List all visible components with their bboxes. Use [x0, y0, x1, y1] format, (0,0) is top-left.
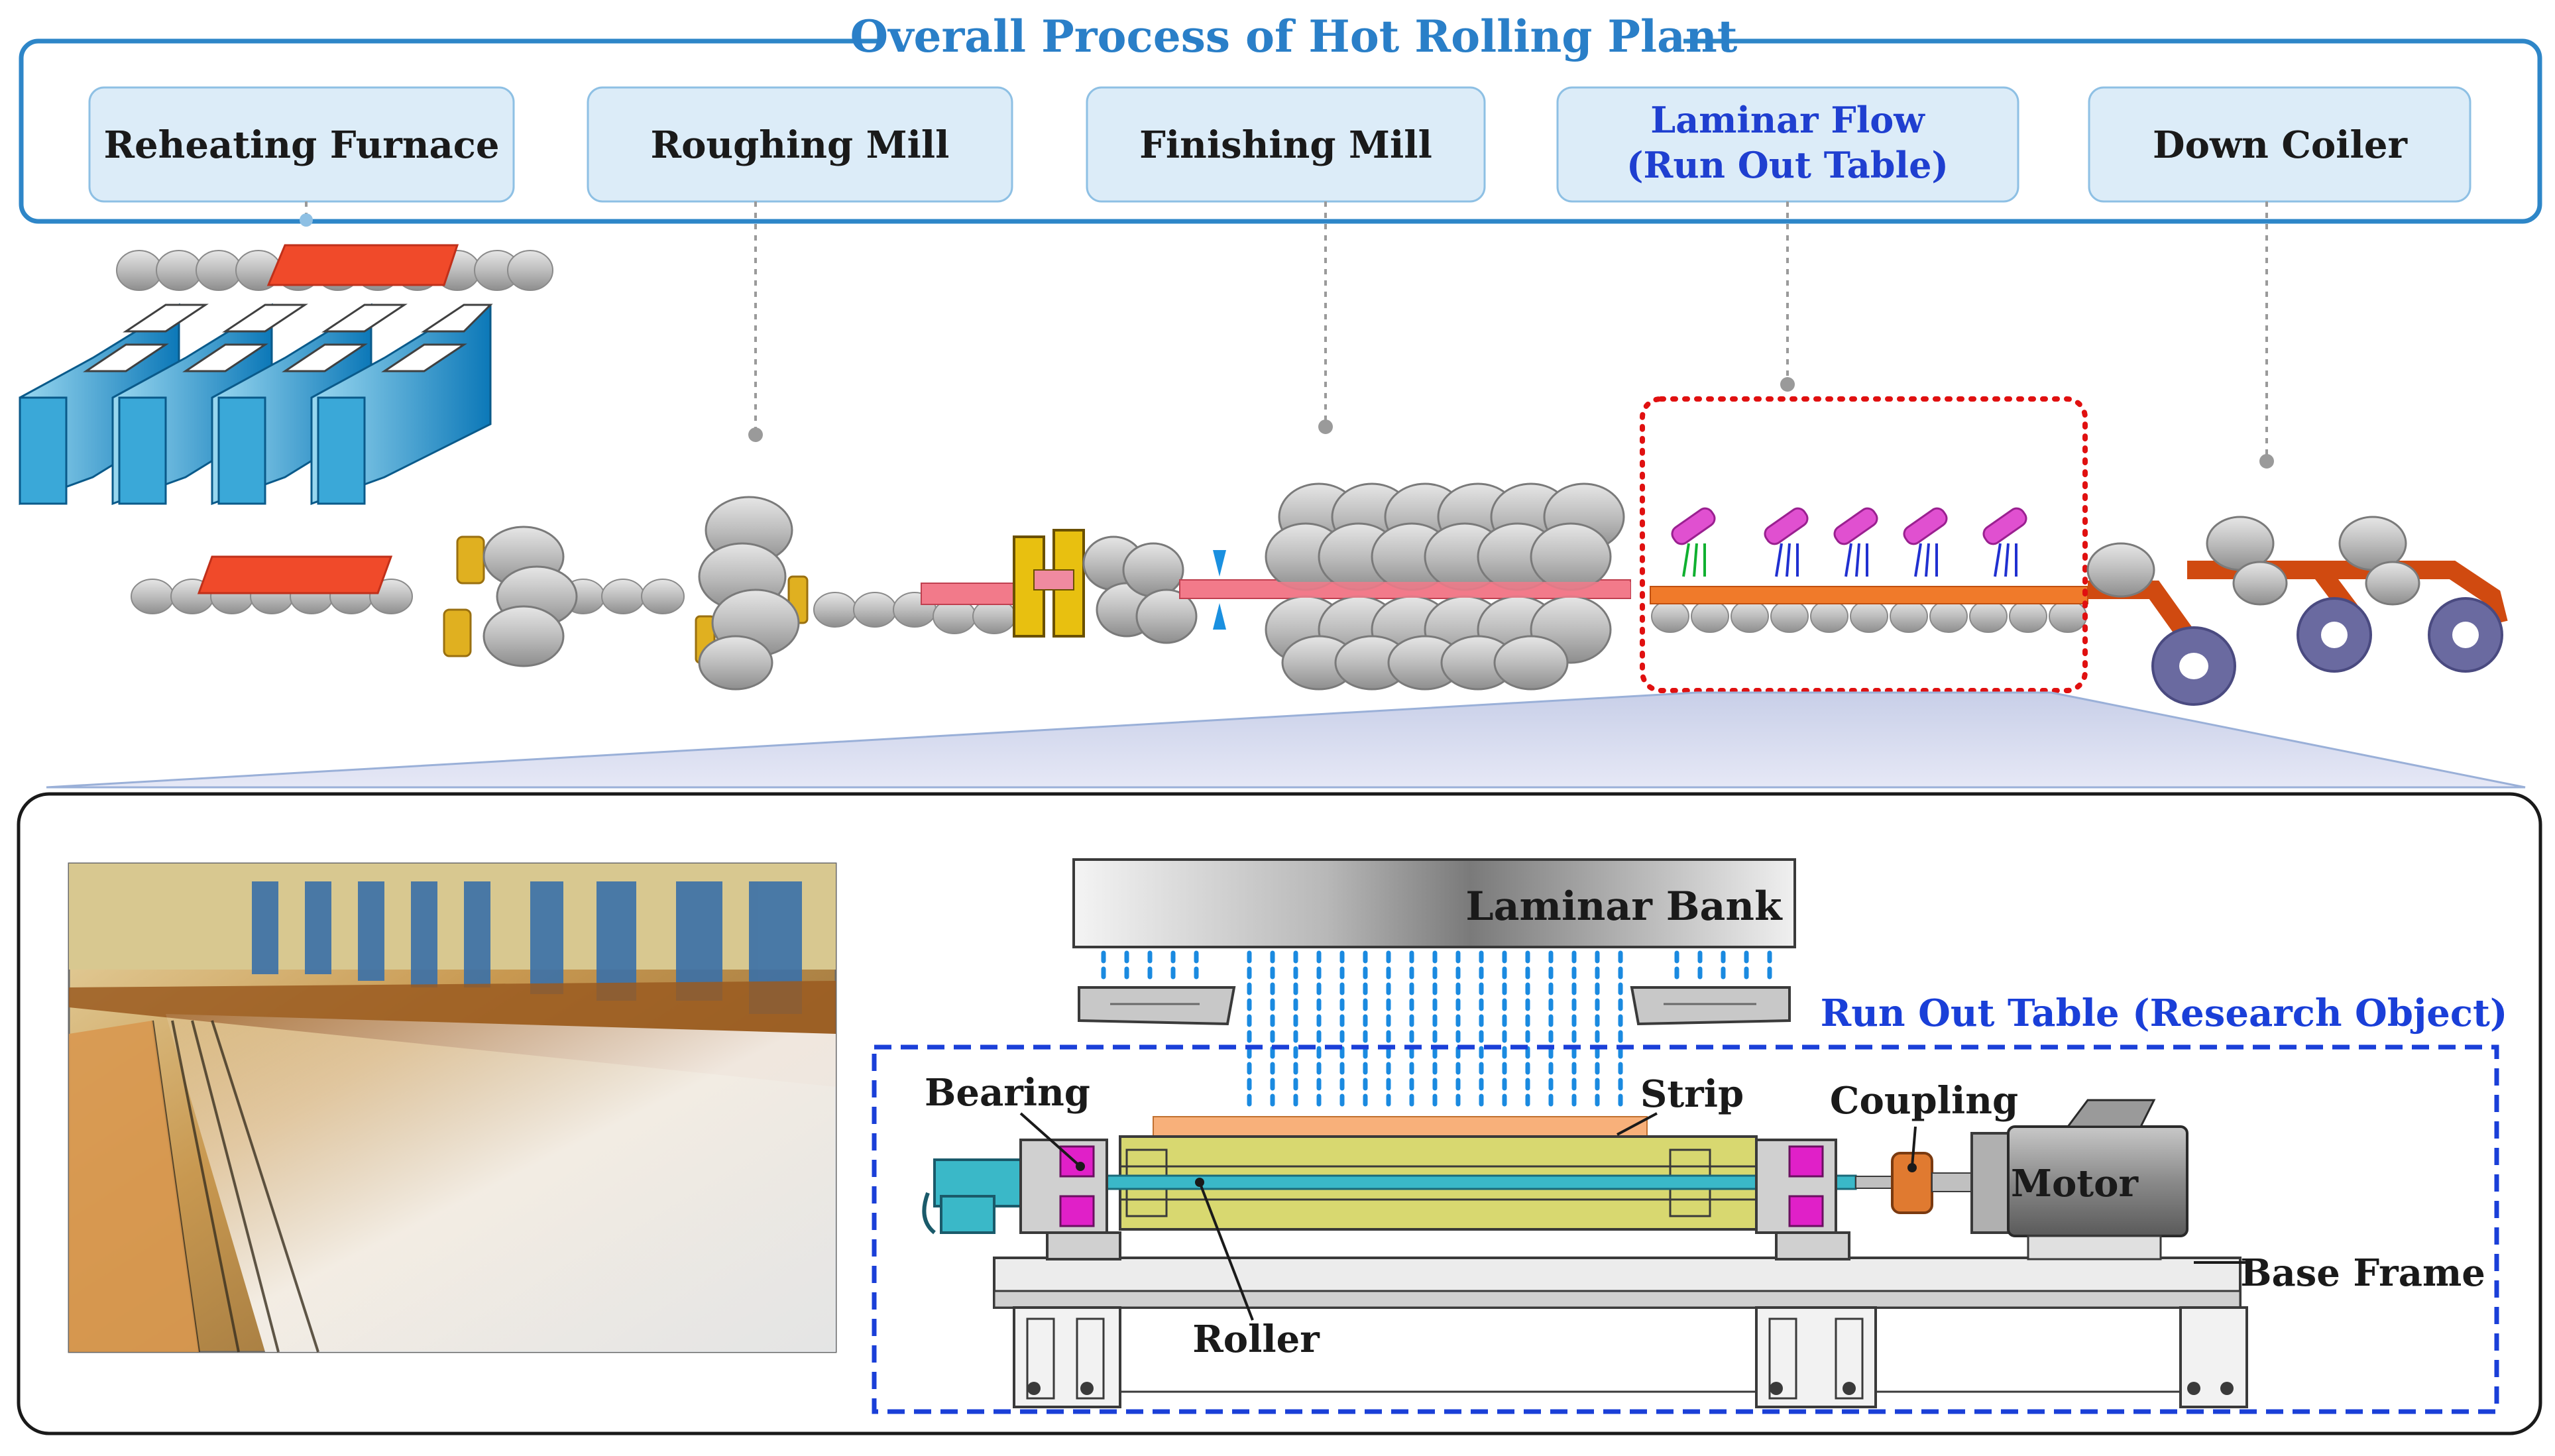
motor: Motor: [1931, 1099, 2188, 1260]
crop-shear: [1013, 529, 1085, 638]
slab-on-furnace: [266, 244, 459, 286]
finishing-entry-rolls: [1082, 535, 1198, 644]
run-out-table-photo: [68, 862, 837, 1353]
right-bearing-housing: [1755, 1139, 1850, 1260]
stage-label-down-coiler: Down Coiler: [2153, 123, 2408, 167]
stage-leader-lines: [300, 201, 2274, 469]
stage-label-run-out-table: (Run Out Table): [1626, 144, 1949, 186]
run-out-strip: [1650, 586, 2088, 604]
finishing-strip-front: [1259, 582, 1630, 598]
roughing-mill-stands: [443, 496, 809, 691]
run-out-table-rolls: [1651, 600, 2087, 633]
reheating-furnace-blocks: [19, 303, 493, 506]
diagram-title: Overall Process of Hot Rolling Plant: [850, 11, 1738, 62]
left-bearing-housing: [922, 1139, 1121, 1260]
side-spray-guides: [1078, 986, 1791, 1026]
stage-box-down-coiler: Down Coiler: [2088, 86, 2471, 203]
thickness-gauge-marker: [1213, 550, 1226, 630]
laminar-water-jets: [1101, 950, 1772, 1109]
stage-box-reheating-furnace: Reheating Furnace: [88, 86, 515, 203]
stage-label-roughing-mill: Roughing Mill: [651, 123, 950, 167]
base-frame-label: Base Frame: [2240, 1251, 2485, 1295]
roller-shaft: [1033, 1174, 1857, 1190]
run-out-roller-assembly: Motor Bearing Strip Coupling Roller Base…: [922, 1071, 2485, 1408]
laminar-bank-label: Laminar Bank: [1465, 883, 1783, 930]
strip-on-roller: [1153, 1116, 1648, 1137]
strip-label: Strip: [1640, 1072, 1744, 1116]
stage-box-laminar-flow: Laminar Flow (Run Out Table): [1556, 86, 2019, 203]
title-backdrop: [878, 13, 1683, 66]
transfer-bar: [921, 583, 1028, 605]
stage-box-roughing-mill: Roughing Mill: [587, 86, 1013, 203]
laminar-bank: Laminar Bank: [1072, 858, 1796, 948]
run-out-table-highlight: [1640, 396, 2088, 693]
stage-box-finishing-mill: Finishing Mill: [1086, 86, 1486, 203]
roller-label: Roller: [1192, 1317, 1320, 1361]
bearing-label: Bearing: [925, 1071, 1090, 1115]
coupling-label: Coupling: [1830, 1079, 2018, 1123]
laminar-headers: [1671, 507, 2027, 577]
stage-label-reheating-furnace: Reheating Furnace: [103, 123, 499, 167]
run-out-table-research-box: [872, 1044, 2499, 1414]
down-coilers: [2086, 516, 2508, 706]
stage-label-finishing-mill: Finishing Mill: [1139, 123, 1432, 167]
callout-lines: [1019, 1112, 2247, 1321]
stage-label-laminar-flow: Laminar Flow: [1650, 99, 1925, 141]
motor-label: Motor: [2011, 1162, 2139, 1205]
research-object-label: Run Out Table (Research Object): [1821, 991, 2508, 1035]
zoom-connector: [46, 691, 2526, 789]
slab-on-table: [197, 555, 393, 594]
